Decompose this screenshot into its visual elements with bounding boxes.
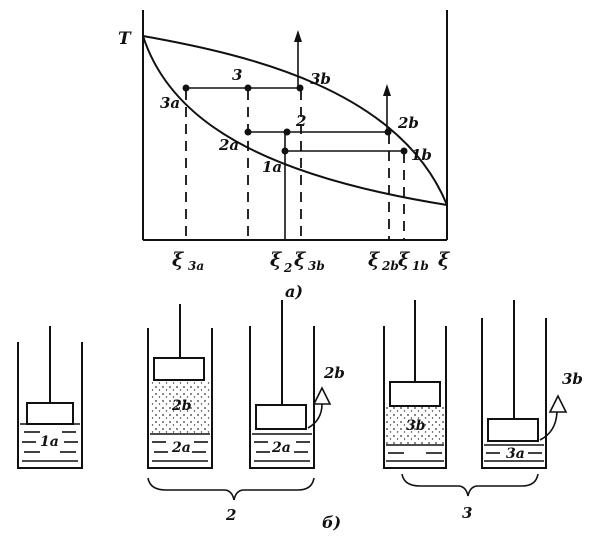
cylinder-2-right: 2a 2b	[249, 300, 345, 469]
label-3b: 3b	[310, 70, 331, 88]
vapor-curve	[142, 35, 448, 206]
label-3: 3	[232, 66, 242, 84]
axis-t-label: T	[118, 29, 132, 49]
label-2b: 2b	[397, 114, 419, 132]
liquid-3	[386, 452, 444, 462]
group-label-3: 3	[462, 504, 472, 522]
piston	[487, 418, 539, 442]
cylinder-3-right: 3a 3b	[481, 300, 583, 469]
brace-group-3	[401, 473, 539, 497]
tick-xi-3a-sub: 3a	[188, 259, 204, 273]
label-2a: 2a	[171, 440, 191, 456]
label-out-3b: 3b	[562, 370, 583, 388]
tick-xi-2: ξ	[270, 249, 283, 271]
cylinder-1: 1a	[17, 326, 83, 469]
arrow-up-icon	[383, 84, 391, 96]
caption-a: a)	[285, 282, 303, 301]
cylinder-wall	[147, 328, 213, 469]
point-3	[244, 84, 252, 92]
tick-xi-1b-sub: 1b	[412, 259, 429, 273]
cylinder-3-left: 3b	[383, 300, 447, 469]
vapor-2b	[150, 381, 210, 434]
tick-xi-3a: ξ	[172, 249, 185, 271]
point-2b	[384, 128, 392, 136]
cylinder-wall	[481, 318, 547, 469]
point-2a	[244, 128, 252, 136]
label-2a: 2a	[218, 136, 239, 154]
piston	[26, 402, 74, 425]
label-2a: 2a	[271, 440, 291, 456]
point-1b	[400, 147, 408, 155]
piston	[255, 404, 307, 430]
tick-xi-3b-sub: 3b	[308, 259, 325, 273]
cylinder-wall	[249, 326, 315, 469]
piston	[389, 381, 441, 407]
point-2	[283, 128, 291, 136]
vapor-3b	[386, 407, 444, 445]
liquid-curve	[142, 35, 448, 206]
cylinder-wall	[383, 326, 447, 469]
cylinder-wall	[17, 342, 83, 469]
tick-xi-2-sub: 2	[283, 261, 292, 275]
tick-xi-2b-sub: 2b	[381, 259, 399, 273]
liquid-2a	[254, 441, 310, 462]
piston	[153, 357, 205, 381]
tick-xi-3b: ξ	[294, 249, 307, 271]
outlet-arrow-icon	[312, 386, 332, 405]
point-3a	[182, 84, 190, 92]
caption-b: б)	[322, 513, 341, 532]
point-1a	[281, 147, 289, 155]
label-3a: 3a	[160, 94, 180, 112]
label-1a: 1a	[40, 434, 59, 450]
liquid-3a	[484, 452, 544, 462]
arrow-up-icon	[294, 30, 302, 42]
point-3b	[296, 84, 304, 92]
tick-xi-1b: ξ	[398, 249, 411, 271]
tick-xi-2b: ξ	[368, 249, 381, 271]
label-2b: 2b	[171, 398, 192, 414]
outlet-pipe	[539, 411, 558, 441]
outlet-arrow-icon	[548, 394, 568, 413]
liquid-2a	[152, 441, 208, 462]
diagram-a: T 3 3b 3a 2 2b 2a 1b 1a ξ 3a ξ 2 ξ 3b ξ …	[118, 10, 451, 301]
label-3a: 3a	[506, 446, 525, 462]
label-1a: 1a	[262, 158, 282, 176]
label-2: 2	[295, 112, 306, 130]
outlet-pipe	[307, 403, 323, 429]
label-out-2b: 2b	[323, 364, 345, 382]
brace-group-2	[147, 477, 315, 501]
label-1b: 1b	[411, 146, 432, 164]
axis-xi-label: ξ	[438, 249, 451, 271]
group-label-2: 2	[225, 506, 236, 524]
label-3b: 3b	[406, 418, 426, 434]
cylinder-2-left: 2b 2a	[147, 304, 213, 469]
liquid-1a	[20, 423, 80, 462]
